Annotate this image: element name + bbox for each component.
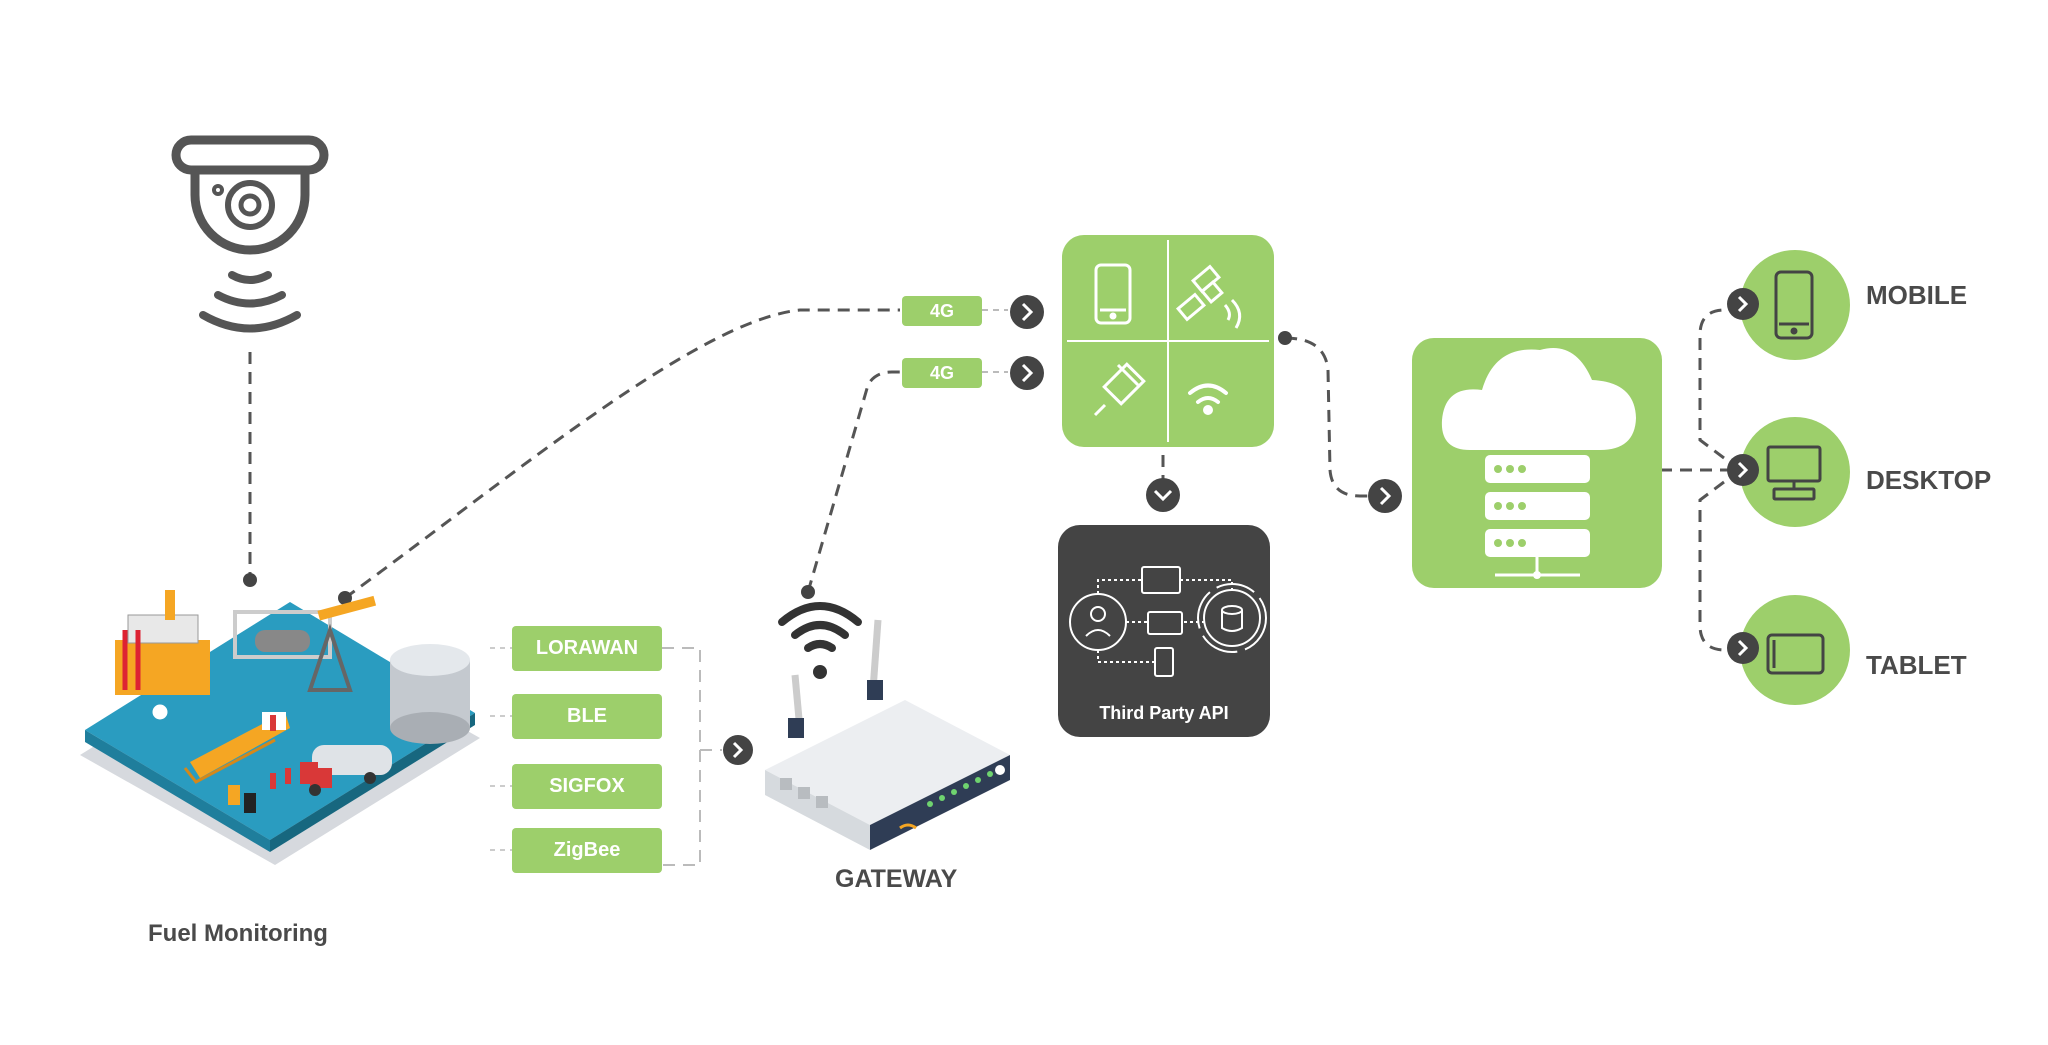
connectivity-4g-1: 4G <box>902 296 982 326</box>
protocol-lorawan: LORAWAN <box>512 626 662 671</box>
ethernet-icon <box>1093 362 1146 417</box>
trunk-to-mobile <box>1698 308 1741 472</box>
network-grid <box>1062 235 1274 447</box>
gateway-label: GATEWAY <box>835 865 958 893</box>
device-label-mobile: MOBILE <box>1866 280 1968 310</box>
device-desktop <box>1740 417 1850 527</box>
desktop-icon <box>1766 445 1822 501</box>
fuel-site-illustration <box>80 590 480 865</box>
chevron-right-icon <box>1368 479 1402 513</box>
mobile-icon <box>1774 270 1814 340</box>
protocol-sigfox: SIGFOX <box>512 764 662 809</box>
chevron-right-icon <box>1010 356 1044 390</box>
gateway-to-4g-line <box>806 370 900 593</box>
protocol-stubs <box>490 647 512 851</box>
fuel-monitoring-label: Fuel Monitoring <box>148 920 328 947</box>
connectivity-4g-2: 4G <box>902 358 982 388</box>
connector-dots <box>243 331 1292 605</box>
tablet-icon <box>1766 633 1825 675</box>
gateway-router-icon <box>765 602 1010 850</box>
chevron-right-icon <box>723 735 753 765</box>
chevron-right-icon <box>1727 454 1759 486</box>
satellite-icon <box>1175 264 1242 329</box>
network-to-cloud-line <box>1284 336 1385 498</box>
connectors <box>248 308 1741 866</box>
protocol-bracket <box>662 647 701 866</box>
protocol-ble: BLE <box>512 694 662 739</box>
chevron-down-icon <box>1146 478 1180 512</box>
cloud-icon <box>1441 348 1636 450</box>
wifi-icon <box>1188 383 1228 415</box>
third-party-api-box <box>1058 525 1270 737</box>
protocol-zigbee: ZigBee <box>512 828 662 873</box>
device-tablet <box>1740 595 1850 705</box>
site-to-4g-line <box>344 308 900 600</box>
device-mobile <box>1740 250 1850 360</box>
chevron-right-icon <box>1727 288 1759 320</box>
cloud-server-box <box>1412 338 1662 588</box>
third-party-api-label: Third Party API <box>1099 703 1229 723</box>
device-label-tablet: TABLET <box>1866 650 1967 680</box>
chevron-bubbles <box>723 288 1759 765</box>
trunk-to-tablet <box>1698 468 1741 652</box>
device-label-desktop: DESKTOP <box>1866 465 1992 495</box>
chevron-right-icon <box>1010 295 1044 329</box>
chevron-right-icon <box>1727 632 1759 664</box>
camera-sensor-icon <box>171 135 329 333</box>
server-icon <box>1485 455 1590 579</box>
phone-icon <box>1094 263 1132 325</box>
